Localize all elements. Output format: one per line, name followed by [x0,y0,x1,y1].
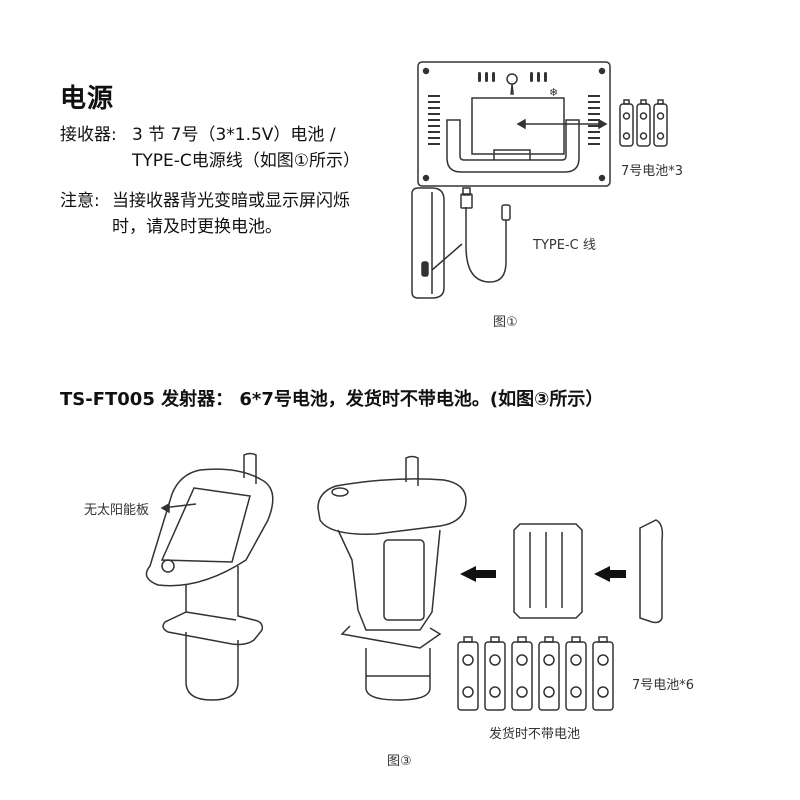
receiver-spec-line2: TYPE-C电源线（如图①所示） [132,151,361,171]
vent-slots-top-icon [478,72,547,82]
stand [446,119,580,173]
vent-slots-side-icon [428,95,600,145]
transmitter-back-view [317,455,467,701]
receiver-side-view [411,187,445,299]
receiver-label: 接收器: [60,125,117,145]
battery-cover [639,519,664,624]
aaa-battery-icon [619,99,668,147]
usb-c-plug-icon [501,204,511,221]
usb-a-plug-icon [460,193,473,209]
receiver-back-panel [417,61,611,187]
screen-panel [160,487,251,563]
arrow-left-icon [460,566,496,582]
aaa-battery-icon-group [457,636,614,711]
figure1-battery-caption: 7号电池*3 [621,164,684,179]
receiver-spec-line1: 3 节 7号（3*1.5V）电池 / [132,125,336,145]
figure1-caption: 图① [493,315,518,330]
note-label: 注意: [60,191,100,211]
usb-c-port-icon [421,261,429,277]
type-c-cable [465,207,507,283]
note-line2: 时，请及时更换电池。 [112,217,282,237]
figure3-solar-caption: 无太阳能板 [84,503,150,518]
transmitter-front-view [145,452,274,701]
transmitter-heading: TS-FT005 发射器： 6*7号电池，发货时不带电池。(如图③所示） [60,389,604,410]
figure1-cable-caption: TYPE-C 线 [533,238,596,253]
figure3-battery-caption: 7号电池*6 [632,678,695,693]
battery-compartment [471,97,565,155]
figure3-no-battery-caption: 发货时不带电池 [489,727,581,742]
note-line1: 当接收器背光变暗或显示屏闪烁 [112,191,350,211]
figure3-caption: 图③ [387,754,412,769]
snowflake-icon: ❄ [549,86,558,99]
hang-hole-icon [506,73,518,95]
battery-holder [513,523,583,619]
arrow-left-icon-2 [594,566,626,582]
power-title: 电源 [60,84,115,114]
